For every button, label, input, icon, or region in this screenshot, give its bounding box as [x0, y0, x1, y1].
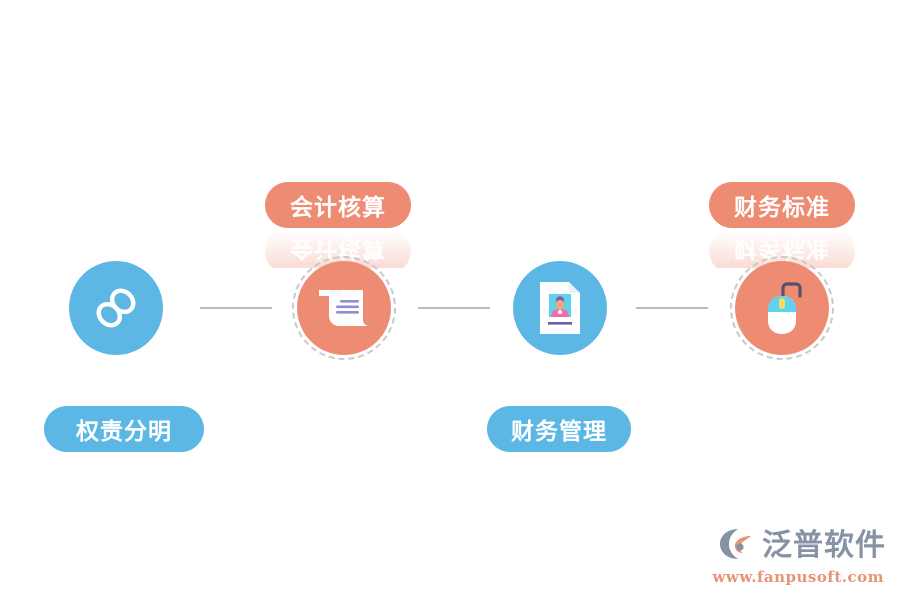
scroll-icon: [317, 281, 371, 335]
badge-accounting[interactable]: 会计核算: [265, 182, 411, 228]
mouse-icon: [757, 279, 807, 337]
node-chain-link[interactable]: [69, 261, 163, 355]
watermark-url: www.fanpusoft.com: [712, 568, 884, 586]
chain-link-icon: [91, 283, 141, 333]
badge-accounting-label: 会计核算: [290, 195, 386, 221]
watermark-brand-row: 泛普软件: [718, 527, 886, 565]
connector-line-3: [636, 307, 708, 309]
watermark-brand: 泛普软件: [762, 528, 886, 563]
connector-line-2: [418, 307, 490, 309]
badge-responsibility[interactable]: 权责分明: [44, 406, 204, 452]
watermark: 泛普软件 www.fanpusoft.com: [713, 527, 887, 586]
badge-finance[interactable]: 财务管理: [487, 406, 631, 452]
node-mouse[interactable]: [735, 261, 829, 355]
fanpu-logo-icon: [718, 527, 756, 565]
badge-finance-label: 财务管理: [511, 419, 607, 445]
badge-responsibility-label: 权责分明: [76, 419, 172, 445]
node-id-document[interactable]: [513, 261, 607, 355]
badge-standard-label: 财务标准: [734, 195, 830, 221]
node-scroll[interactable]: [297, 261, 391, 355]
connector-line-1: [200, 307, 272, 309]
badge-standard[interactable]: 财务标准: [709, 182, 855, 228]
id-document-icon: [536, 280, 584, 336]
